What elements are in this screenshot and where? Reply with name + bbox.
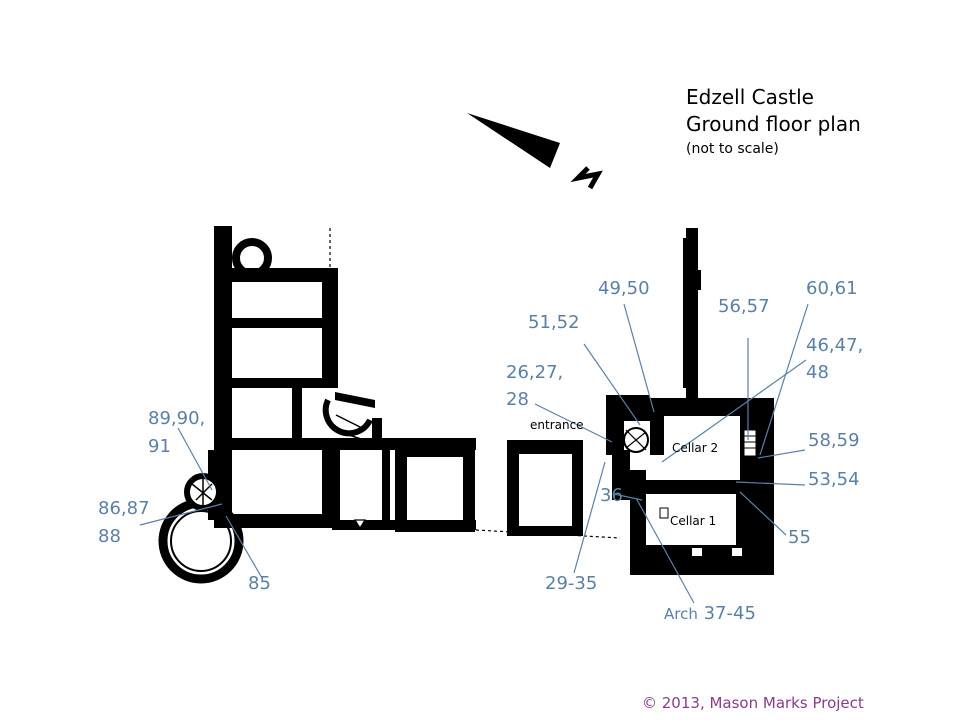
title-castle-name: Edzell Castle xyxy=(686,85,814,109)
west-tower xyxy=(208,226,338,528)
mark-label-49-50: 49,50 xyxy=(598,278,650,299)
mark-label-60-61: 60,61 xyxy=(806,278,858,299)
mark-label-arch: Arch 37-45 xyxy=(664,601,756,627)
arch-prefix: Arch xyxy=(664,605,698,623)
mark-label-85: 85 xyxy=(248,573,271,594)
mark-label-46-48-line2: 48 xyxy=(806,362,829,383)
room-label-entrance: entrance xyxy=(530,418,584,432)
mark-label-36: 36 xyxy=(600,485,623,506)
title-block: Edzell Castle Ground floor plan (not to … xyxy=(686,84,861,160)
mark-label-89-91-line1: 89,90, xyxy=(148,408,206,429)
mark-label-56-57: 56,57 xyxy=(718,296,770,317)
mark-label-58-59: 58,59 xyxy=(808,430,860,451)
round-tower xyxy=(158,473,244,584)
middle-range xyxy=(332,418,476,532)
title-scale-note: (not to scale) xyxy=(686,141,779,157)
arch-marks: 37-45 xyxy=(703,603,756,624)
gatehouse-block xyxy=(507,440,583,536)
mark-label-26-28-line1: 26,27, xyxy=(506,362,564,383)
mark-label-53-54: 53,54 xyxy=(808,469,860,490)
north-wall xyxy=(683,228,701,400)
north-symbol xyxy=(570,166,603,190)
mark-label-86-88-line2: 88 xyxy=(98,526,121,547)
copyright-notice: © 2013, Mason Marks Project xyxy=(642,694,864,712)
mark-label-55: 55 xyxy=(788,527,811,548)
east-tower xyxy=(606,395,774,575)
mark-label-89-91-line2: 91 xyxy=(148,436,171,457)
mark-label-51-52: 51,52 xyxy=(528,312,580,333)
mark-label-46-48-line1: 46,47, xyxy=(806,335,864,356)
stair-turret xyxy=(322,392,375,441)
room-label-cellar2: Cellar 2 xyxy=(672,441,719,455)
east-tower-details xyxy=(623,427,757,556)
pointer-lines xyxy=(139,303,809,604)
mark-label-29-35: 29-35 xyxy=(545,573,598,594)
north-turret xyxy=(232,238,272,278)
title-plan-name: Ground floor plan xyxy=(686,112,861,136)
mark-label-86-88-line1: 86,87 xyxy=(98,498,150,519)
mark-label-26-28-line2: 28 xyxy=(506,389,529,410)
room-label-cellar1: Cellar 1 xyxy=(670,514,717,528)
north-arrow xyxy=(467,113,603,190)
